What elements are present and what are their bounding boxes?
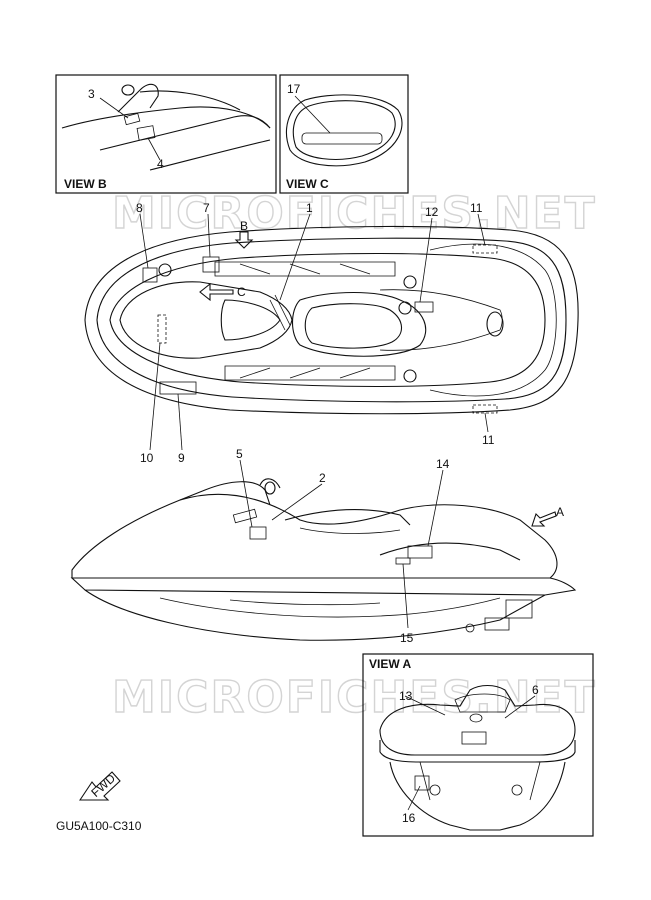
watermark-bottom: MICROFICHES.NET — [112, 672, 597, 723]
callout-12: 12 — [425, 205, 439, 219]
callout-10: 10 — [140, 451, 154, 465]
callout-15: 15 — [400, 631, 414, 645]
view-c-panel: 17 VIEW C — [279, 74, 409, 194]
arrow-c-label: C — [237, 285, 246, 299]
callout-7: 7 — [203, 201, 210, 215]
callout-5: 5 — [236, 447, 243, 461]
fwd-arrow-icon: FWD — [78, 771, 121, 801]
callout-16: 16 — [402, 811, 416, 825]
callout-4: 4 — [157, 157, 164, 171]
callout-9: 9 — [178, 451, 185, 465]
view-a-panel: VIEW A — [362, 653, 594, 837]
arrow-b-label: B — [240, 219, 248, 233]
callout-3: 3 — [88, 87, 95, 101]
view-a-label: VIEW A — [369, 657, 412, 671]
diagram-code: GU5A100-C310 — [56, 819, 142, 833]
callout-2: 2 — [319, 471, 326, 485]
callout-6: 6 — [532, 683, 539, 697]
callout-11-top: 11 — [470, 201, 483, 215]
view-b-label: VIEW B — [64, 177, 107, 191]
view-c-label: VIEW C — [286, 177, 329, 191]
top-view-hull: C B — [84, 213, 579, 451]
view-b-panel: 3 4 VIEW B — [55, 74, 277, 194]
arrow-a-label: A — [556, 505, 564, 519]
callout-14: 14 — [436, 457, 450, 471]
callout-17: 17 — [287, 82, 301, 96]
callout-11-bottom: 11 — [482, 433, 495, 447]
callout-1: 1 — [306, 201, 313, 215]
side-view-hull: A — [70, 459, 577, 641]
callout-13: 13 — [399, 689, 413, 703]
fwd-label: FWD — [88, 771, 118, 800]
callout-8: 8 — [136, 201, 143, 215]
